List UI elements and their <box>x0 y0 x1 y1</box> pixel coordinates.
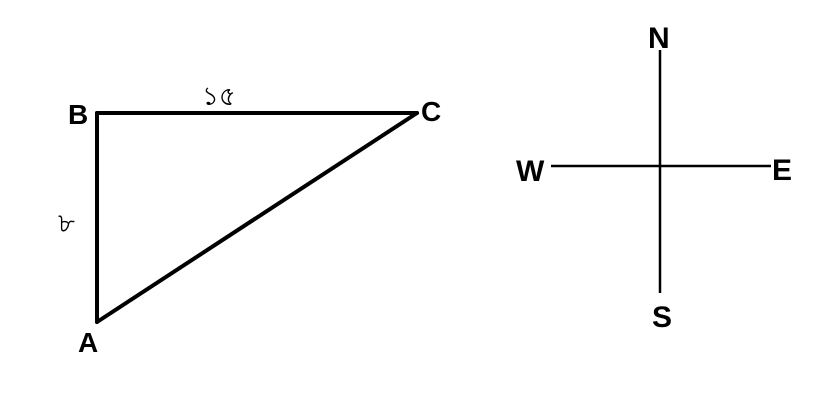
compass-rose: N S W E <box>516 22 792 334</box>
vertex-label-c: C <box>421 96 441 127</box>
side-length-bc: ১৫ <box>202 82 236 112</box>
vertex-label-a: A <box>78 327 98 358</box>
side-length-ab: ৮ <box>58 209 75 239</box>
compass-north-label: N <box>648 22 670 55</box>
compass-east-label: E <box>772 154 792 187</box>
compass-south-label: S <box>652 301 672 334</box>
compass-west-label: W <box>516 155 545 188</box>
vertex-label-b: B <box>68 99 88 130</box>
triangle-abc: B C A ১৫ ৮ <box>58 82 441 358</box>
side-ac-hypotenuse <box>95 111 419 324</box>
